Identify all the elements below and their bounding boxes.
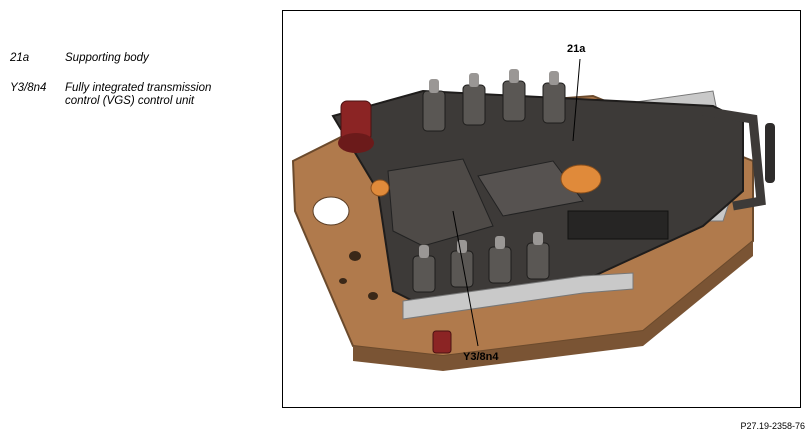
lower-rail <box>402 272 634 320</box>
legend: 21a Supporting body Y3/8n4 Fully integra… <box>10 52 270 125</box>
callout-21a: 21a <box>567 43 586 55</box>
plate-hole <box>368 292 378 300</box>
plate-hole <box>339 278 347 284</box>
legend-code: Y3/8n4 <box>10 82 47 94</box>
legend-code: 21a <box>10 52 30 64</box>
callout-y3-8n4: Y3/8n4 <box>463 351 499 363</box>
plate-hole <box>312 196 350 226</box>
control-unit-panel <box>477 160 584 217</box>
red-plug <box>432 330 452 354</box>
arm-post <box>765 123 775 183</box>
leader-line-21a <box>572 58 581 142</box>
transmission-figure: 21a Y3/8n4 <box>282 10 801 408</box>
legend-description: Supporting body <box>65 52 149 64</box>
orange-cap <box>560 164 602 194</box>
supporting-body-arm <box>702 106 766 211</box>
legend-item-21a: 21a Supporting body <box>10 52 270 65</box>
orange-cap <box>370 179 390 197</box>
base-plate-edge <box>353 241 753 371</box>
solenoid-tips-bottom <box>419 232 543 258</box>
leader-line-y3-8n4 <box>452 210 479 347</box>
solenoid-row-bottom <box>412 242 550 293</box>
connector <box>567 210 669 240</box>
plate-hole <box>349 251 361 261</box>
valve-body-illustration <box>291 58 775 371</box>
figure-code: P27.19-2358-76 <box>740 421 805 431</box>
solenoid-tips-top <box>429 69 559 93</box>
legend-description: Fully integrated transmission control (V… <box>65 82 212 107</box>
legend-item-y3-8n4: Y3/8n4 Fully integrated transmission con… <box>10 82 270 108</box>
red-component-base <box>338 133 374 153</box>
